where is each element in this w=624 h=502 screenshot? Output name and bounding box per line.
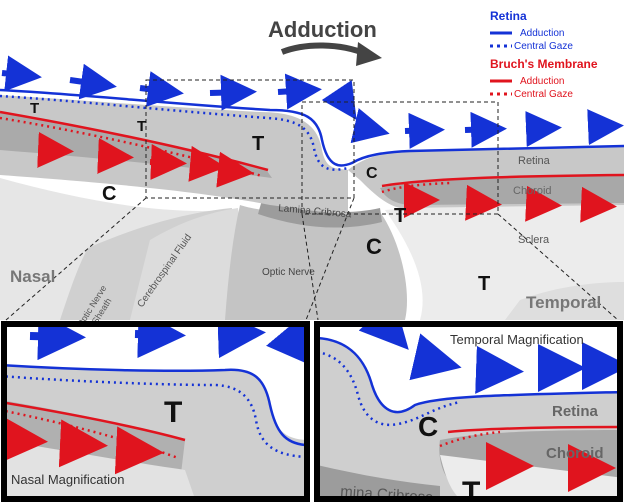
flow-arrow: [404, 112, 445, 149]
inset-nasal-title: Nasal Magnification: [11, 472, 124, 487]
adduction-arrow-head-icon: [356, 42, 382, 66]
nasal-magnification-box: [145, 79, 355, 199]
main-view: Adduction Retina Choroid Sclera Lamina C…: [0, 9, 624, 329]
inset-temporal-retina-dotted: [317, 350, 461, 427]
inset-nasal-tension-marker: T: [164, 396, 182, 429]
inset-temporal-compression-marker: C: [418, 411, 438, 442]
inset-temporal-red-arrows: [486, 442, 616, 492]
flow-arrow: [58, 419, 108, 468]
tension-marker: T: [137, 118, 146, 135]
optic-nerve-label: Optic Nerve: [262, 267, 315, 278]
flow-arrow: [464, 111, 507, 148]
inset-temporal-tension-marker: T: [462, 476, 480, 502]
flow-arrow: [37, 131, 74, 168]
inset-temporal-bruch-dotted: [439, 430, 501, 448]
inset-nasal-bruch-line: [4, 401, 186, 442]
nasal-magnification-inset: T T Nasal Magnification: [1, 321, 310, 502]
flow-arrow: [475, 345, 524, 394]
inset-temporal-title: Temporal Magnification: [450, 332, 584, 347]
inset-temporal-choroid-label: Choroid: [546, 445, 604, 462]
tension-marker: T: [394, 205, 406, 227]
legend-retina-central-gaze: Central Gaze: [514, 41, 573, 52]
retina-flow-arrows: [1, 55, 624, 149]
flow-arrow: [97, 137, 134, 174]
nasal-label: Nasal: [10, 267, 55, 286]
inset-temporal-retina-label: Retina: [552, 403, 599, 420]
inset-nasal-blue-arrows: [29, 324, 307, 368]
diagram-title: Adduction: [268, 17, 377, 42]
inset-temporal-lamina-label: mina Cribrosa: [340, 483, 435, 502]
flow-arrow: [216, 151, 254, 188]
compression-marker: C: [366, 234, 382, 259]
inset-temporal-bruch-line: [447, 425, 620, 434]
legend: Retina Adduction Central Gaze Bruch's Me…: [490, 9, 598, 100]
flow-arrow: [69, 63, 117, 100]
nasal-inset-frame: [1, 321, 310, 502]
adduction-arrow-icon: [280, 42, 368, 57]
flow-arrow: [409, 333, 462, 381]
flow-arrow: [465, 184, 502, 221]
flow-arrow: [266, 324, 307, 368]
flow-arrow: [149, 144, 187, 181]
tension-marker: T: [252, 133, 264, 155]
tension-marker: T: [478, 273, 490, 295]
flow-arrow: [525, 111, 562, 147]
flow-arrow: [321, 80, 357, 120]
flow-arrow: [277, 73, 322, 110]
flow-arrow: [217, 324, 266, 359]
flow-arrow: [134, 324, 186, 359]
temporal-inset-frame: [314, 321, 623, 502]
flow-arrow: [580, 186, 617, 223]
temporal-magnification-box: [301, 101, 499, 215]
inset-temporal-blue-arrows: [358, 324, 620, 394]
flow-arrow: [114, 426, 164, 475]
choroid-flow-arrows: [37, 131, 617, 223]
flow-arrow: [139, 71, 184, 107]
compression-marker: C: [366, 165, 378, 182]
legend-bruch-adduction: Adduction: [520, 76, 564, 87]
inset-temporal-retina-line: [317, 336, 620, 414]
flow-arrow: [29, 324, 86, 361]
flow-arrow: [587, 109, 624, 146]
legend-bruch-heading: Bruch's Membrane: [490, 57, 598, 71]
optic-nerve: [225, 205, 408, 320]
cerebrospinal-fluid-region: [130, 208, 248, 320]
legend-bruch-central-gaze: Central Gaze: [514, 89, 573, 100]
tension-marker: T: [30, 100, 39, 117]
flow-arrow: [350, 108, 390, 144]
choroid-label: Choroid: [513, 185, 552, 197]
temporal-choroid-tissue: [380, 176, 624, 205]
inset-nasal-lower-tissue: [4, 440, 195, 499]
temporal-label: Temporal: [526, 293, 601, 312]
inset-nasal-retina-line: [4, 363, 306, 447]
legend-retina-heading: Retina: [490, 9, 527, 23]
sclera-label: Sclera: [518, 234, 550, 246]
flow-arrow: [209, 74, 257, 111]
flow-arrow: [525, 185, 562, 222]
magnification-leader-lines: [5, 197, 619, 321]
inset-nasal-red-arrows: [4, 415, 164, 475]
compression-marker: C: [102, 183, 116, 205]
flow-arrow: [188, 145, 226, 182]
retina-label: Retina: [518, 155, 551, 167]
flow-arrow: [358, 324, 409, 350]
flow-arrow: [4, 415, 48, 464]
temporal-sclera-lower: [505, 282, 624, 320]
inset-temporal-lamina: [317, 465, 440, 499]
flow-arrow: [1, 55, 42, 92]
legend-retina-adduction: Adduction: [520, 28, 564, 39]
temporal-magnification-inset: Temporal Magnification Retina Choroid mi…: [314, 321, 623, 502]
